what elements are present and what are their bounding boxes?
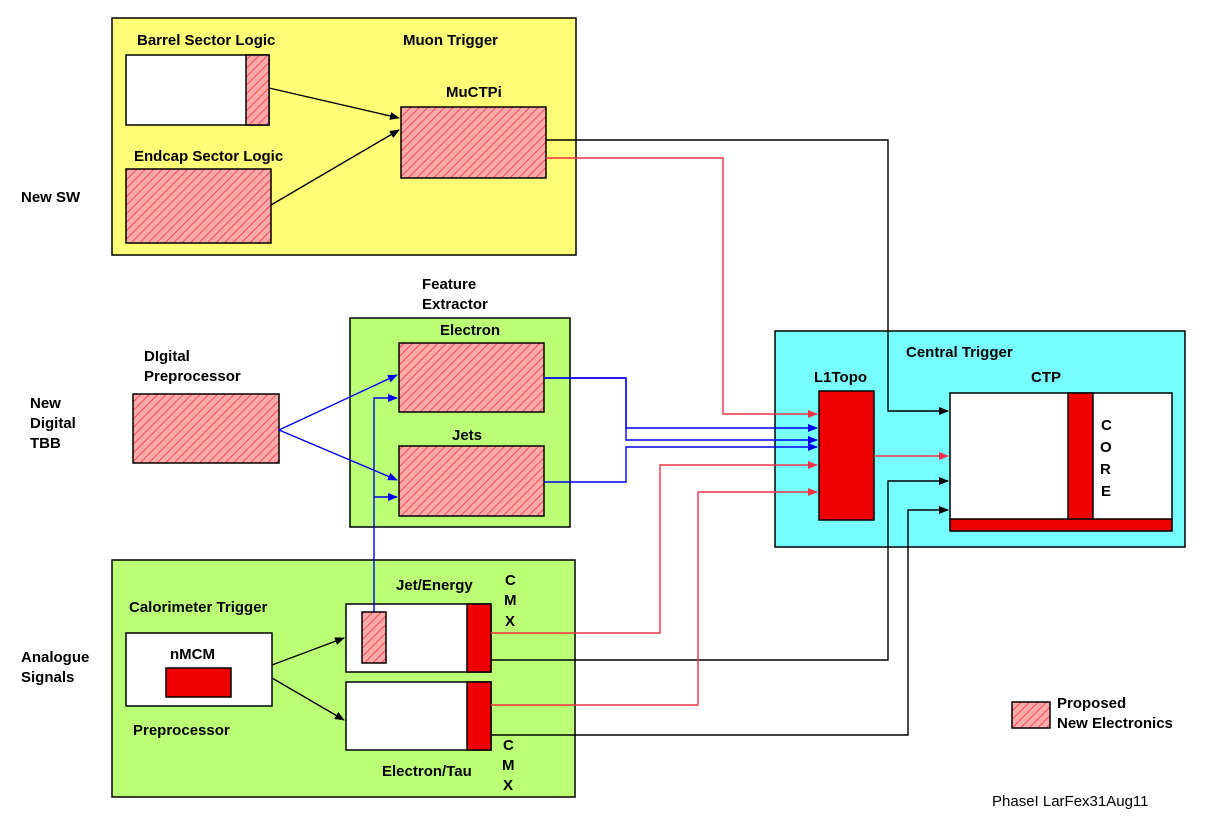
cmx-top-c: C: [505, 572, 516, 589]
line-jet-energy-cmx-to-ctp: [491, 477, 949, 661]
digital-preprocessor-title-1: DIgital: [144, 348, 190, 365]
line-electron-to-l1topo-b: [544, 377, 818, 444]
side-label-tbb: TBB: [30, 435, 61, 452]
cmx-bottom-x: X: [503, 777, 513, 794]
line-electron-tau-cmx-to-ctp: [491, 506, 949, 736]
digital-preprocessor-box: [132, 393, 280, 464]
cmx-top-m: M: [504, 592, 517, 609]
side-label-new-sw: New SW: [21, 189, 81, 206]
arrow-digital-pre-to-electron: [278, 374, 398, 431]
barrel-proposed-block: [245, 54, 270, 126]
barrel-sector-logic-label: Barrel Sector Logic: [137, 32, 275, 49]
electron-box: [398, 342, 545, 413]
line-muctpi-to-l1topo: [546, 157, 818, 418]
line-muctpi-to-ctp: [546, 139, 949, 415]
legend-line-2: New Electronics: [1057, 715, 1173, 732]
ctp-box: [949, 392, 1173, 521]
line-jet-energy-to-electron: [373, 394, 398, 612]
electron-tau-label: Electron/Tau: [382, 763, 472, 780]
core-letter-o: O: [1100, 439, 1112, 456]
ctp-core-bar: [1067, 392, 1094, 521]
side-label-signals: Signals: [21, 669, 74, 686]
cmx-top-x: X: [505, 613, 515, 630]
barrel-sector-logic-box: [125, 54, 270, 126]
central-trigger-title: Central Trigger: [906, 344, 1013, 361]
arrow-barrel-to-muctpi: [268, 87, 400, 120]
ctp-label: CTP: [1031, 369, 1061, 386]
arrow-preprocessor-to-jet-energy: [271, 637, 345, 666]
cmx-jet-energy-block: [466, 603, 492, 673]
cmx-bottom-m: M: [502, 757, 515, 774]
cmx-bottom-c: C: [503, 737, 514, 754]
l1topo-box: [818, 390, 875, 521]
side-label-digital: Digital: [30, 415, 76, 432]
core-letter-e: E: [1101, 483, 1111, 500]
feature-extractor-title-2: Extractor: [422, 296, 488, 313]
jet-energy-proposed-block: [361, 611, 387, 664]
feature-extractor-title-1: Feature: [422, 276, 476, 293]
legend-line-1: Proposed: [1057, 695, 1126, 712]
footer-label: PhaseI LarFex31Aug11: [992, 793, 1149, 810]
side-label-analogue: Analogue: [21, 649, 89, 666]
line-jet-energy-cmx-to-l1topo: [491, 461, 818, 634]
legend-swatch: [1011, 701, 1051, 729]
core-letter-r: R: [1100, 461, 1111, 478]
nmcm-label: nMCM: [170, 646, 215, 663]
line-jets-to-l1topo-a: [544, 443, 818, 483]
muctpi-label: MuCTPi: [446, 84, 502, 101]
line-electron-tau-cmx-to-l1topo: [491, 488, 818, 706]
arrow-digital-pre-to-jets: [278, 429, 398, 481]
muon-trigger-title: Muon Trigger: [403, 32, 498, 49]
jets-label: Jets: [452, 427, 482, 444]
digital-preprocessor-title-2: Preprocessor: [144, 368, 241, 385]
ctp-bottom-bar: [949, 518, 1173, 532]
l1topo-label: L1Topo: [814, 369, 867, 386]
jets-box: [398, 445, 545, 517]
preprocessor-label: Preprocessor: [133, 722, 230, 739]
cmx-electron-tau-block: [466, 681, 492, 751]
nmcm-chip: [165, 667, 232, 698]
electron-label: Electron: [440, 322, 500, 339]
jet-energy-label: Jet/Energy: [396, 577, 473, 594]
muctpi-box: [400, 106, 547, 179]
endcap-sector-logic-label: Endcap Sector Logic: [134, 148, 283, 165]
side-label-new: New: [30, 395, 61, 412]
core-letter-c: C: [1101, 417, 1112, 434]
endcap-sector-logic-box: [125, 168, 272, 244]
arrow-endcap-to-muctpi: [270, 129, 400, 206]
calorimeter-trigger-title: Calorimeter Trigger: [129, 599, 268, 616]
arrow-preprocessor-to-electron-tau: [271, 677, 345, 721]
